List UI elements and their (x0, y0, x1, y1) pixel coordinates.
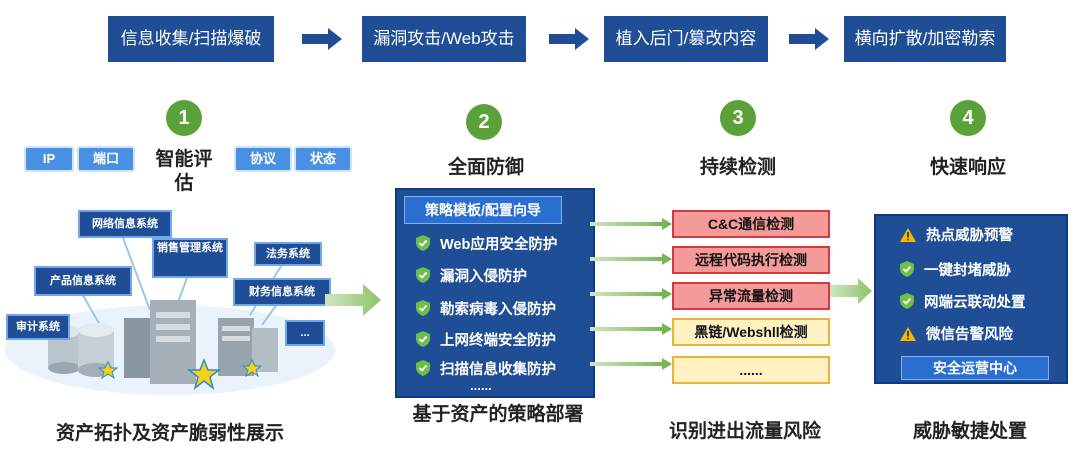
system-product-info: 产品信息系统 (34, 266, 132, 296)
flow-step-2: 漏洞攻击/Web攻击 (362, 16, 526, 62)
system-sales-mgmt: 销售管理系统 (152, 238, 228, 278)
detection-item-red: C&C通信检测 (672, 210, 830, 238)
defense-item: 扫描信息收集防护 (416, 358, 556, 379)
defense-item: Web应用安全防护 (416, 233, 557, 254)
detection-item-red: 异常流量检测 (672, 282, 830, 310)
stage-title-2: 全面防御 (447, 157, 524, 178)
stage-title-3: 持续检测 (699, 157, 776, 178)
star-icon (241, 358, 263, 378)
system-audit: 审计系统 (6, 314, 70, 340)
bottom-title-2: 基于资产的策略部署 (412, 404, 584, 425)
bottom-title-4: 威胁敏捷处置 (912, 421, 1027, 442)
soc-label: 安全运营中心 (901, 356, 1049, 380)
shield-check-icon (416, 331, 430, 347)
shield-check-icon (416, 300, 430, 316)
tag-protocol: 协议 (234, 146, 292, 172)
shield-check-icon (416, 267, 430, 283)
stage-title-4: 快速响应 (929, 157, 1006, 178)
flow-step-1: 信息收集/扫描爆破 (108, 16, 274, 62)
system-finance-info: 财务信息系统 (233, 278, 331, 306)
flow-step-3: 植入后门/篡改内容 (604, 16, 768, 62)
defense-item: 上网终端安全防护 (416, 329, 556, 350)
tag-port: 端口 (77, 146, 135, 172)
detection-item-yellow: ...... (672, 356, 830, 384)
warning-icon (900, 228, 916, 242)
system-more: ... (285, 320, 325, 346)
response-item: 一键封堵威胁 (900, 259, 1011, 280)
shield-check-icon (900, 261, 914, 277)
defense-more: ...... (470, 378, 492, 393)
stage-number-1: 1 (166, 100, 202, 136)
response-panel (874, 214, 1068, 384)
system-network-info: 网络信息系统 (78, 210, 172, 238)
flow-arrow-icon (549, 28, 589, 50)
stage-number-4: 4 (950, 100, 986, 136)
shield-check-icon (900, 293, 914, 309)
tag-ip: IP (24, 146, 74, 172)
response-item: 微信告警风险 (900, 323, 1013, 344)
arrow-right-icon (325, 284, 381, 316)
flow-step-4: 横向扩散/加密勒索 (844, 16, 1006, 62)
arrow-right-icon (830, 278, 872, 304)
star-icon (97, 360, 119, 380)
detection-item-yellow: 黑链/Webshll检测 (672, 318, 830, 346)
stage-number-3: 3 (720, 100, 756, 136)
flow-arrow-icon (302, 28, 342, 50)
detection-item-red: 远程代码执行检测 (672, 246, 830, 274)
stage-title-1: 智能评估 (155, 149, 213, 194)
response-item: 热点威胁预警 (900, 224, 1013, 245)
bottom-title-1: 资产拓扑及资产脆弱性展示 (55, 423, 284, 444)
bottom-title-3: 识别进出流量风险 (668, 421, 821, 442)
flow-arrow-icon (789, 28, 829, 50)
shield-check-icon (416, 360, 430, 376)
system-legal: 法务系统 (254, 242, 322, 266)
stage-number-2: 2 (466, 104, 502, 140)
shield-check-icon (416, 235, 430, 251)
star-icon (186, 357, 222, 390)
defense-item: 漏洞入侵防护 (416, 265, 527, 286)
defense-item: 勒索病毒入侵防护 (416, 298, 556, 319)
response-item: 网端云联动处置 (900, 291, 1026, 312)
connector-arrows (590, 218, 672, 370)
tag-status: 状态 (294, 146, 352, 172)
defense-panel-header: 策略模板/配置向导 (404, 196, 562, 224)
warning-icon (900, 327, 916, 341)
